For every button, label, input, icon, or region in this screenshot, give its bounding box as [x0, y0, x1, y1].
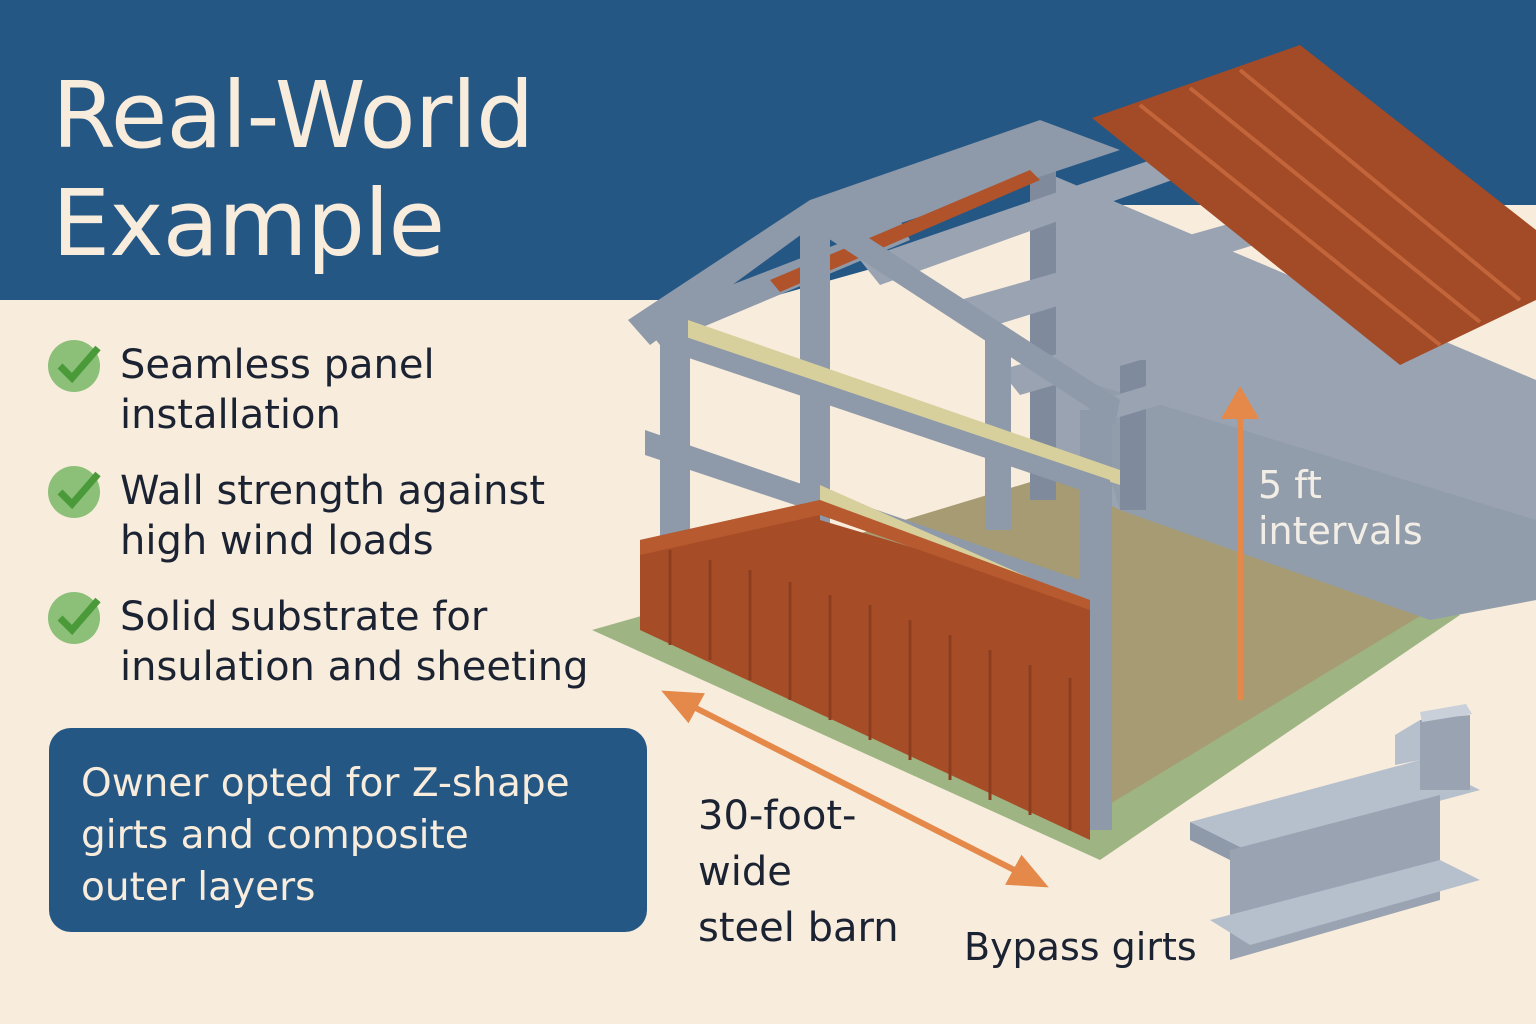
front-rafter-right	[800, 200, 1120, 425]
bypass-girts-label: Bypass girts	[964, 925, 1197, 969]
purlin	[1000, 280, 1330, 395]
checkmark-icons	[48, 340, 101, 644]
interval-label: 5 ft intervals	[1258, 462, 1423, 554]
back-post	[1120, 360, 1146, 510]
page-title: Real-World Example	[52, 62, 534, 278]
height-arrow	[1220, 386, 1260, 700]
benefit-text: Wall strength against high wind loads	[120, 466, 545, 566]
benefit-text: Solid substrate for insulation and sheet…	[120, 592, 589, 692]
benefit-text: Seamless panel installation	[120, 340, 435, 440]
corrugated-wall-top	[640, 500, 1090, 610]
corrugated-wall	[640, 500, 1090, 840]
benefit-line: installation	[120, 392, 341, 438]
owner-note-line: Owner opted for Z-shape	[81, 761, 570, 806]
benefit-line: insulation and sheeting	[120, 644, 589, 690]
girt-yellow	[688, 320, 1120, 485]
benefit-line: Solid substrate for	[120, 594, 488, 640]
width-label: 30-foot- wide steel barn	[698, 788, 899, 956]
purlin	[1100, 330, 1340, 420]
interval-label-line: intervals	[1258, 509, 1423, 553]
corrugation-lines	[668, 550, 1072, 830]
owner-note-text: Owner opted for Z-shape girts and compos…	[81, 758, 570, 914]
owner-note-box: Owner opted for Z-shape girts and compos…	[49, 728, 647, 932]
width-label-line: steel barn	[698, 905, 899, 951]
benefit-line: Wall strength against	[120, 468, 546, 514]
girt	[680, 335, 1110, 500]
owner-note-line: outer layers	[81, 865, 316, 910]
benefit-line: Seamless panel	[120, 342, 435, 388]
front-rafter-left	[628, 200, 828, 345]
width-label-line: 30-foot-	[698, 793, 857, 839]
roof-ribs	[1138, 68, 1522, 347]
ridge-beam	[810, 120, 1120, 240]
bypass-girt-icon	[1190, 704, 1480, 960]
interval-label-line: 5 ft	[1258, 463, 1322, 507]
title-line: Example	[52, 170, 445, 277]
title-line: Real-World	[52, 62, 534, 169]
purlin	[960, 215, 1270, 330]
width-label-line: wide	[698, 849, 792, 895]
owner-note-line: girts and composite	[81, 813, 469, 858]
width-arrow	[661, 690, 1049, 888]
eave-strip	[770, 170, 1040, 292]
roof	[1092, 45, 1536, 365]
benefit-line: high wind loads	[120, 518, 434, 564]
side-wall-shade	[1080, 380, 1536, 620]
header-band	[0, 0, 1536, 300]
purlin	[860, 150, 1200, 285]
